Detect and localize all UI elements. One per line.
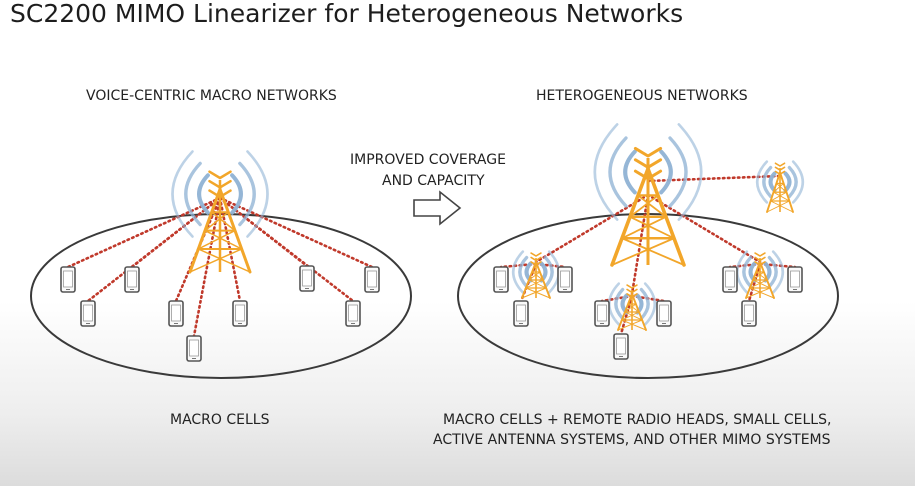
arrow-label-line1: IMPROVED COVERAGE — [350, 152, 506, 168]
link-dots — [747, 262, 762, 303]
mobile-phone-icon — [613, 333, 629, 360]
mobile-phone-icon — [345, 300, 361, 327]
hetnet-macro-tower-icon — [593, 123, 703, 267]
link-dots — [192, 196, 222, 338]
page-title: SC2200 MIMO Linearizer for Heterogeneous… — [10, 0, 684, 28]
left-panel-heading: VOICE-CENTRIC MACRO NETWORKS — [86, 88, 337, 104]
right-panel-caption-line1: MACRO CELLS + REMOTE RADIO HEADS, SMALL … — [443, 412, 832, 428]
right-panel-caption-line2: ACTIVE ANTENNA SYSTEMS, AND OTHER MIMO S… — [433, 432, 831, 448]
link-dots — [646, 193, 762, 264]
mobile-phone-icon — [513, 300, 529, 327]
small-cell-tower-icon — [607, 282, 657, 331]
small-cell-tower-icon — [511, 250, 561, 299]
mobile-phone-icon — [594, 300, 610, 327]
mobile-phone-icon — [60, 266, 76, 293]
signal-wave-icon — [593, 123, 703, 221]
mobile-phone-icon — [557, 266, 573, 293]
link-dots — [619, 294, 634, 336]
mobile-phone-icon — [232, 300, 248, 327]
small-cell-tower-icon — [735, 250, 785, 299]
link-dots — [86, 196, 222, 303]
mobile-phone-icon — [787, 266, 803, 293]
signal-wave-icon — [755, 160, 805, 204]
link-dots — [534, 193, 650, 264]
mobile-phone-icon — [186, 335, 202, 362]
link-dots — [218, 196, 374, 269]
link-dots — [218, 196, 355, 303]
mobile-phone-icon — [493, 266, 509, 293]
mobile-phone-icon — [80, 300, 96, 327]
mobile-phone-icon — [656, 300, 672, 327]
left-panel-caption: MACRO CELLS — [170, 412, 270, 428]
remote-tower-icon — [755, 160, 805, 213]
mobile-phone-icon — [168, 300, 184, 327]
mobile-phone-icon — [722, 266, 738, 293]
mobile-phone-icon — [124, 266, 140, 293]
mobile-phone-icon — [299, 265, 315, 292]
link-dots — [66, 196, 222, 269]
right-panel-heading: HETEROGENEOUS NETWORKS — [536, 88, 748, 104]
right-arrow-icon — [413, 190, 462, 226]
mobile-phone-icon — [741, 300, 757, 327]
arrow-label-line2: AND CAPACITY — [382, 173, 485, 189]
link-dots — [630, 193, 650, 296]
macro-tower-icon — [171, 150, 269, 274]
mobile-phone-icon — [364, 266, 380, 293]
signal-wave-icon — [171, 150, 269, 238]
